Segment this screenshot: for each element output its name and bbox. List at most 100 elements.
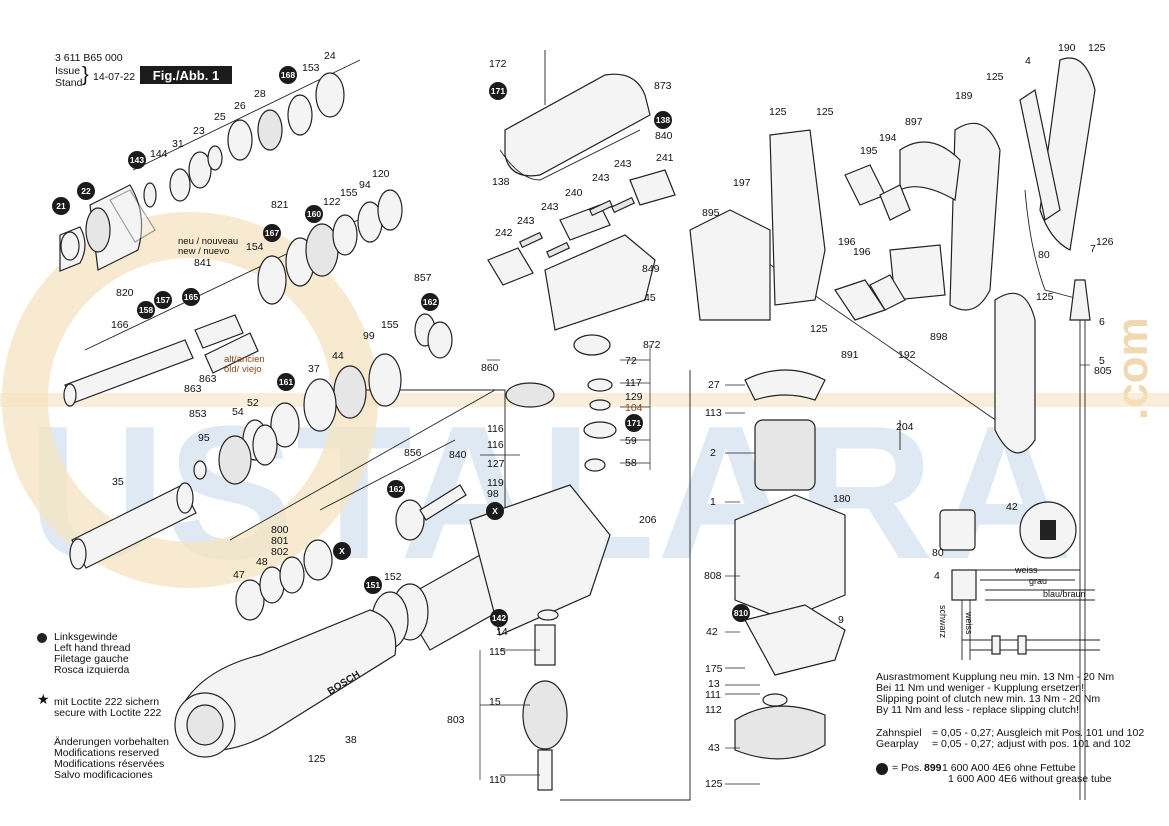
label-43: 43 [708,742,720,754]
label-860: 860 [481,362,499,374]
label-48: 48 [256,556,268,568]
label-172: 172 [489,58,507,70]
stand-label: Stand [55,77,83,89]
legend-left-thread-3: Filetage gauche [54,653,129,665]
striker [69,482,197,570]
gearplay-key-2: Gearplay [876,738,919,750]
callout-158: 158 [137,301,155,319]
label-194: 194 [879,132,897,144]
label-113: 113 [705,407,722,419]
label-841: 841 [194,257,212,269]
callout-168: 168 [279,66,297,84]
legend-left-thread-1: Linksgewinde [54,631,118,643]
label-857: 857 [414,272,432,284]
callout-162-b: 162 [387,480,405,498]
label-111: 111 [705,689,721,701]
legend-left-thread-4: Rosca izquierda [54,664,130,676]
legend-mod-2: Modifications reserved [54,747,160,759]
grease-note-rest: 1 600 A00 4E6 ohne Fettube [942,762,1076,774]
motor-housing [734,369,846,760]
label-204: 204 [896,421,914,433]
gear-stack [573,334,617,472]
label-153: 153 [302,62,320,74]
label-138: 138 [492,176,510,188]
grease-note-2: 1 600 A00 4E6 without grease tube [948,773,1112,785]
callout-157: 157 [154,291,172,309]
label-805: 805 [1094,365,1112,377]
label-242: 242 [495,227,513,239]
variant-new-2: new / nuevo [178,246,230,257]
legend-mod-1: Änderungen vorbehalten [54,736,170,748]
callout-810: 810 [732,604,750,622]
label-5: 5 [1099,355,1105,367]
label-125-h: 125 [1036,291,1054,303]
label-243-c: 243 [541,201,559,213]
figure-label: Fig./Abb. 1 [140,66,232,84]
label-4: 4 [1025,55,1031,67]
gearplay-val-1: = 0,05 - 0,27; Ausgleich mit Pos. 101 un… [932,727,1145,739]
grease-note-pos: 899 [924,762,942,774]
label-125-b: 125 [705,778,723,790]
gear-housing [371,484,611,651]
callout-171-b: 171 [625,414,643,432]
legend-loctite-1: mit Loctite 222 sichern [54,696,160,708]
callout-x-a: X [333,542,351,560]
callout-x-b: X [486,502,504,520]
callout-22: 22 [77,182,95,200]
label-801: 801 [271,535,289,547]
label-24: 24 [324,50,336,62]
wiring-diagram [939,501,1100,660]
label-52: 52 [247,397,259,409]
label-180: 180 [833,493,851,505]
wire-blau-braun: blau/braun [1043,589,1086,599]
top-cover [499,50,651,181]
label-155-b: 155 [381,319,399,331]
label-897: 897 [905,116,923,128]
guide-gear [193,424,278,485]
label-7: 7 [1090,243,1096,255]
label-59: 59 [625,435,637,447]
label-104: 104 [625,402,643,414]
handle-parts [689,57,1096,454]
callout-165: 165 [182,288,200,306]
label-175: 175 [705,663,723,675]
callout-142: 142 [490,609,508,627]
wire-weiss: weiss [1015,565,1038,575]
label-38: 38 [345,734,357,746]
label-125-c: 125 [769,106,787,118]
issue-date: 14-07-22 [93,71,136,83]
legend-mod-4: Salvo modificaciones [54,769,153,781]
label-47: 47 [233,569,245,581]
label-154: 154 [246,241,264,253]
label-27: 27 [708,379,720,391]
label-2: 2 [710,447,716,459]
label-895: 895 [702,207,720,219]
ring-set-middle [242,189,453,461]
label-99: 99 [363,330,375,342]
label-891: 891 [841,349,859,361]
label-190: 190 [1058,42,1076,54]
label-72: 72 [625,355,637,367]
label-152: 152 [384,571,402,583]
label-243-a: 243 [614,158,632,170]
label-863-b: 863 [184,383,202,395]
label-803: 803 [447,714,465,726]
legend-left-thread-icon [37,633,47,643]
label-243-d: 243 [517,215,535,227]
label-853: 853 [189,408,207,420]
variant-old-2: old/ viejo [224,364,262,375]
callout-21: 21 [52,197,70,215]
tool-holder [235,539,333,621]
label-80: 80 [1038,249,1050,261]
label-54: 54 [232,406,244,418]
issue-label: Issue [55,65,81,77]
label-800: 800 [271,524,289,536]
label-125-f: 125 [1088,42,1106,54]
label-112: 112 [705,704,722,716]
wire-grau: grau [1029,576,1048,586]
gearplay-key-1: Zahnspiel [876,727,922,739]
label-1: 1 [710,496,716,508]
doc-number: 3 611 B65 000 [55,52,123,64]
label-195: 195 [860,145,878,157]
